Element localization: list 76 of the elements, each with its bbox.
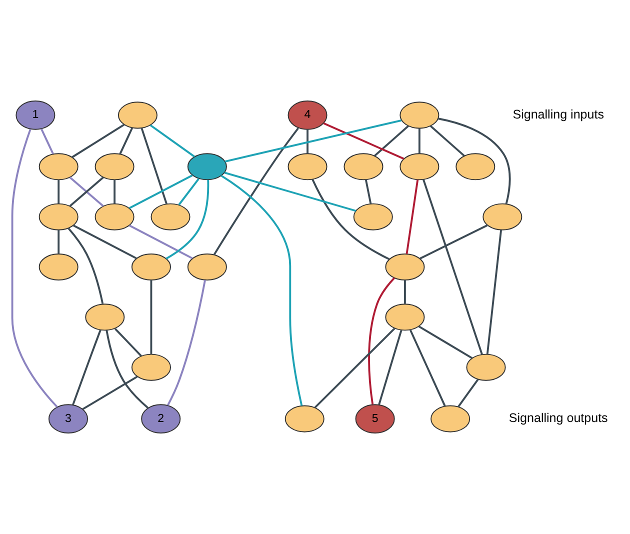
- node-ellipse: [131, 254, 171, 280]
- connector: [418, 325, 473, 359]
- connector: [166, 280, 206, 406]
- connector: [224, 119, 402, 162]
- connector: [422, 179, 483, 355]
- node-ellipse: [456, 153, 496, 180]
- node-ellipse: [118, 102, 158, 129]
- connector: [224, 172, 356, 212]
- connector: [40, 128, 54, 154]
- node-ellipse: [344, 153, 384, 180]
- connector: [220, 174, 303, 406]
- connector: [486, 230, 502, 354]
- node-ellipse: [385, 254, 425, 280]
- node-ellipse: [94, 203, 134, 230]
- connector: [69, 176, 104, 207]
- connector: [457, 378, 479, 408]
- node-ellipse: [288, 153, 328, 180]
- connector: [82, 376, 138, 410]
- connector: [420, 224, 488, 260]
- node-ellipse: [187, 153, 227, 180]
- connector: [166, 180, 210, 260]
- connector: [323, 122, 404, 160]
- connector: [150, 124, 196, 158]
- connector: [128, 174, 193, 209]
- connector: [368, 277, 396, 405]
- node-ellipse: [38, 254, 78, 280]
- node-ellipse: 2: [141, 404, 181, 434]
- connector: [438, 118, 511, 204]
- node-ellipse: [38, 153, 78, 180]
- connector: [418, 128, 420, 154]
- connector: [11, 128, 58, 408]
- connector: [430, 125, 465, 157]
- node-ellipse: [85, 304, 125, 331]
- connector: [140, 128, 168, 204]
- node-ellipse: [400, 153, 440, 180]
- connector: [378, 330, 402, 405]
- node-ellipse: 4: [288, 100, 328, 130]
- connector: [58, 180, 60, 204]
- connector: [374, 125, 410, 157]
- connector: [114, 328, 142, 357]
- connector: [312, 178, 390, 260]
- connector: [72, 124, 125, 158]
- node-ellipse: [131, 354, 171, 381]
- label: Signalling outputs: [508, 411, 608, 426]
- node-ellipse: [482, 203, 522, 230]
- connector: [58, 230, 60, 254]
- connector: [150, 280, 152, 354]
- node-ellipse: [353, 203, 393, 230]
- node-ellipse: [466, 354, 506, 381]
- connector: [68, 228, 104, 304]
- node-ellipse: 1: [16, 100, 56, 130]
- connector: [129, 224, 193, 260]
- connector: [409, 330, 446, 406]
- node-ellipse: [94, 153, 134, 180]
- node-ellipse: 3: [48, 404, 88, 434]
- node-ellipse: 5: [355, 404, 395, 434]
- node-ellipse: [150, 203, 190, 230]
- connector: [114, 180, 116, 204]
- label: Signalling inputs: [512, 107, 604, 122]
- connector: [178, 178, 200, 206]
- connector: [106, 330, 149, 409]
- node-ellipse: [400, 102, 440, 129]
- connector: [119, 127, 134, 154]
- connector: [73, 224, 137, 260]
- node-ellipse: [284, 405, 324, 432]
- connector: [72, 330, 102, 406]
- connector: [364, 180, 372, 204]
- connector: [306, 130, 308, 154]
- connector: [314, 328, 396, 408]
- node-ellipse: [430, 405, 470, 432]
- node-ellipse: [385, 304, 425, 331]
- connector: [404, 280, 406, 304]
- connector: [406, 180, 419, 254]
- connector: [213, 128, 299, 256]
- node-ellipse: [187, 254, 227, 280]
- node-ellipse: [38, 203, 78, 230]
